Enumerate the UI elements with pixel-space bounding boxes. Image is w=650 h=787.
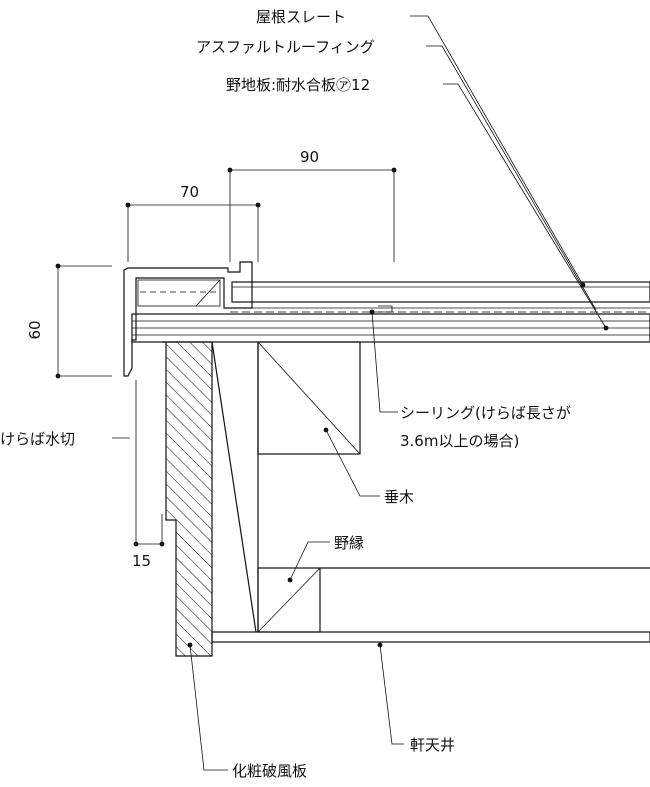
label-fascia-board: 化粧破風板 <box>232 762 307 780</box>
diagonal-member <box>211 341 257 633</box>
label-roof-slate: 屋根スレート <box>256 8 346 26</box>
label-sealing-line2: 3.6m以上の場合) <box>400 432 519 450</box>
rafter-shape <box>257 341 361 455</box>
roof-layers <box>131 281 650 343</box>
label-sealing-line1: シーリング(けらば長さが <box>400 404 571 422</box>
dim-90: 90 <box>300 148 319 166</box>
dim-70: 70 <box>180 183 199 201</box>
fascia-board-shape <box>162 341 213 657</box>
keraba-flashing-shape <box>123 261 393 377</box>
label-sheathing: 野地板:耐水合板㋐12 <box>226 76 370 94</box>
sealing-bead <box>378 305 393 313</box>
ceiling-joist-shape <box>257 567 650 633</box>
leader-lines <box>112 15 609 771</box>
dim-60: 60 <box>26 320 44 339</box>
label-rafter: 垂木 <box>384 488 414 506</box>
flashing-core <box>137 279 221 307</box>
label-keraba-flashing: けらば水切 <box>0 430 75 448</box>
roof-slate <box>231 281 650 303</box>
eave-ceiling-board <box>211 631 650 643</box>
label-eave-ceiling: 軒天井 <box>410 736 455 754</box>
label-asphalt-roofing: アスファルトルーフィング <box>196 38 375 56</box>
dim-15: 15 <box>132 552 151 570</box>
dimension-lines <box>55 167 397 547</box>
label-purlin-edge: 野縁 <box>334 534 364 552</box>
